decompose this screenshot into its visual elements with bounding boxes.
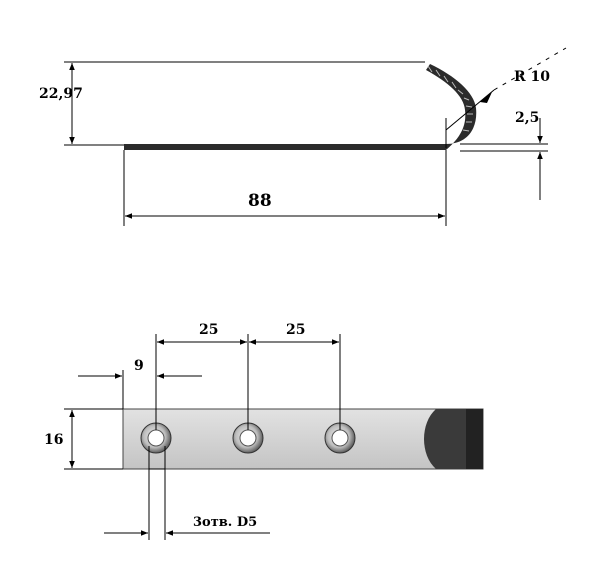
radius-arrow bbox=[480, 92, 492, 103]
plan-view: 25 25 9 16 3отв. D5 bbox=[44, 322, 484, 540]
width-label: 16 bbox=[44, 432, 63, 448]
holes-label: 3отв. D5 bbox=[193, 515, 257, 530]
radius-leader-ext bbox=[493, 47, 567, 91]
spacing-2-label: 25 bbox=[286, 322, 305, 338]
side-view: 22,97 R 10 2,5 88 bbox=[39, 47, 567, 226]
radius-leader bbox=[445, 89, 495, 131]
spacing-1-label: 25 bbox=[199, 322, 218, 338]
edge-offset-label: 9 bbox=[134, 358, 144, 374]
hole-1 bbox=[140, 422, 172, 454]
hole-3 bbox=[324, 422, 356, 454]
bend-hatch bbox=[427, 65, 473, 132]
plate-side-body bbox=[124, 144, 446, 150]
length-label: 88 bbox=[248, 191, 272, 211]
thickness-label: 2,5 bbox=[515, 110, 539, 126]
plate-bend bbox=[426, 64, 477, 150]
radius-label: R 10 bbox=[514, 69, 550, 85]
plate-plan-body bbox=[122, 408, 484, 470]
hole-2 bbox=[232, 422, 264, 454]
plate-bent-end-shade bbox=[466, 409, 483, 469]
height-label: 22,97 bbox=[39, 86, 83, 102]
